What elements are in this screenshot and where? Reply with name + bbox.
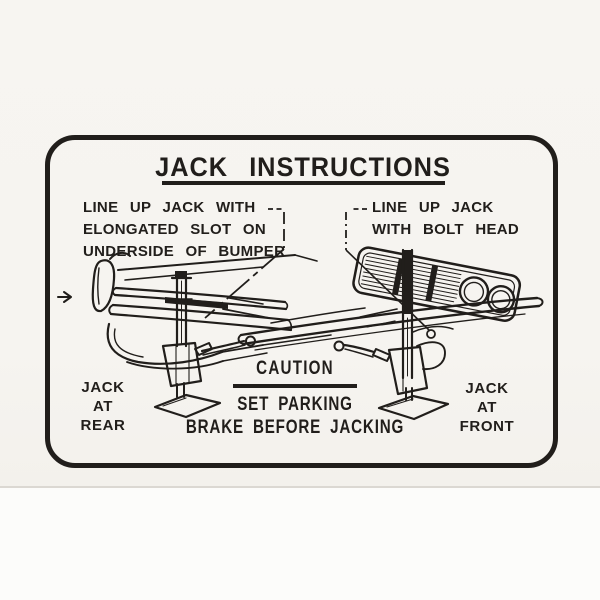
left-instruction-line: UNDERSIDE OF BUMPER [83, 243, 286, 260]
left-instruction-line: LINE UP JACK WITH [83, 199, 256, 216]
caution-heading: CAUTION [256, 358, 334, 379]
title-underline [162, 181, 445, 185]
page-title: JACK INSTRUCTIONS [155, 152, 451, 182]
caution-line: BRAKE BEFORE JACKING [185, 417, 405, 438]
right-instruction-line: LINE UP JACK [372, 199, 494, 216]
caution-line: SET PARKING [237, 394, 353, 415]
left-instruction-line: ELONGATED SLOT ON [83, 221, 266, 238]
decal-border [45, 135, 558, 468]
jack-at-front-label: JACK AT FRONT [459, 380, 515, 435]
left-instruction: LINE UP JACK WITH ELONGATED SLOT ON UNDE… [83, 197, 285, 263]
jack-at-rear-label: JACK AT REAR [80, 379, 126, 434]
right-instruction: LINE UP JACK WITH BOLT HEAD [372, 197, 519, 241]
caution-underline [233, 384, 357, 388]
decal-paper [0, 0, 600, 488]
right-instruction-line: WITH BOLT HEAD [372, 221, 520, 238]
